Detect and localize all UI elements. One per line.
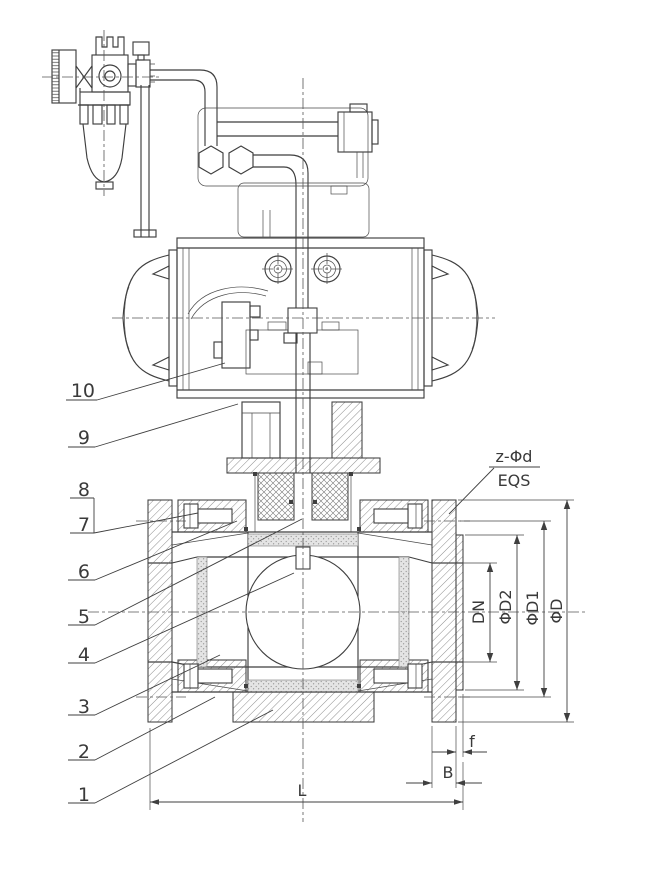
yoke-plate-left	[241, 401, 281, 459]
part-label-8: 8	[78, 479, 90, 501]
dim-label-d2: ΦD2	[496, 589, 515, 624]
body-bottom-block	[232, 691, 375, 723]
knob-serration	[52, 52, 59, 101]
dim-label-bolt-holes: z-Φd	[496, 447, 533, 466]
dim-label-d1: ΦD1	[523, 590, 542, 625]
stem-coupling	[287, 307, 318, 334]
part-label-6: 6	[78, 561, 90, 583]
part-label-3: 3	[78, 696, 90, 718]
air-piping	[133, 69, 338, 308]
solenoid-pipe	[217, 121, 338, 137]
o-ring-seals	[244, 472, 361, 688]
part-label-4: 4	[78, 644, 90, 666]
mount-plate	[79, 91, 131, 106]
solenoid-valve	[197, 103, 379, 238]
air-filter-regulator	[51, 36, 155, 190]
raised-face	[455, 534, 464, 691]
pipe-fitting-hex	[228, 145, 254, 175]
part-label-5: 5	[78, 606, 90, 628]
outlet-fitting	[135, 59, 151, 88]
stem-packing	[311, 472, 349, 521]
flange-right	[431, 499, 457, 723]
stem-tube	[253, 154, 309, 308]
dim-label-f: f	[469, 732, 475, 751]
regulator-cap	[95, 36, 125, 55]
dimensions: z-Φd EQS DN ΦD2 ΦD1 ΦD f B L	[149, 447, 574, 810]
dim-label-dn: DN	[469, 600, 488, 624]
centerlines	[42, 30, 585, 822]
part-label-10: 10	[71, 380, 95, 402]
dim-label-b: B	[443, 763, 454, 782]
solenoid-coil	[337, 111, 373, 153]
body-bolts	[183, 503, 423, 689]
drain-fitting	[95, 181, 114, 190]
limit-switch-box	[237, 182, 370, 238]
yoke-plate-right	[331, 401, 363, 459]
flange-left	[147, 499, 173, 723]
mounting-bracket	[197, 107, 369, 187]
solenoid-terminal	[349, 103, 368, 113]
yoke-foot-flange	[226, 457, 381, 474]
pipe-fitting-hex	[198, 145, 224, 175]
valve-body	[147, 472, 464, 723]
part-label-7: 7	[78, 514, 90, 536]
air-pipe	[150, 69, 218, 146]
stem-packing	[257, 472, 295, 521]
gauge-port	[98, 64, 122, 88]
bolt-hole-leader	[448, 467, 495, 515]
yoke-bracket	[226, 333, 381, 532]
dim-label-d: ΦD	[547, 599, 566, 624]
part-label-2: 2	[78, 741, 90, 763]
dim-label-l: L	[298, 781, 307, 800]
part-label-9: 9	[78, 427, 90, 449]
part-label-1: 1	[78, 784, 90, 806]
filter-bowl	[82, 123, 127, 183]
part-callouts: 10 9 8 7 6 5 4 3 2 1	[66, 362, 303, 806]
leader-lines	[93, 362, 303, 804]
dim-label-eqs: EQS	[498, 471, 531, 490]
air-hose	[187, 286, 269, 315]
